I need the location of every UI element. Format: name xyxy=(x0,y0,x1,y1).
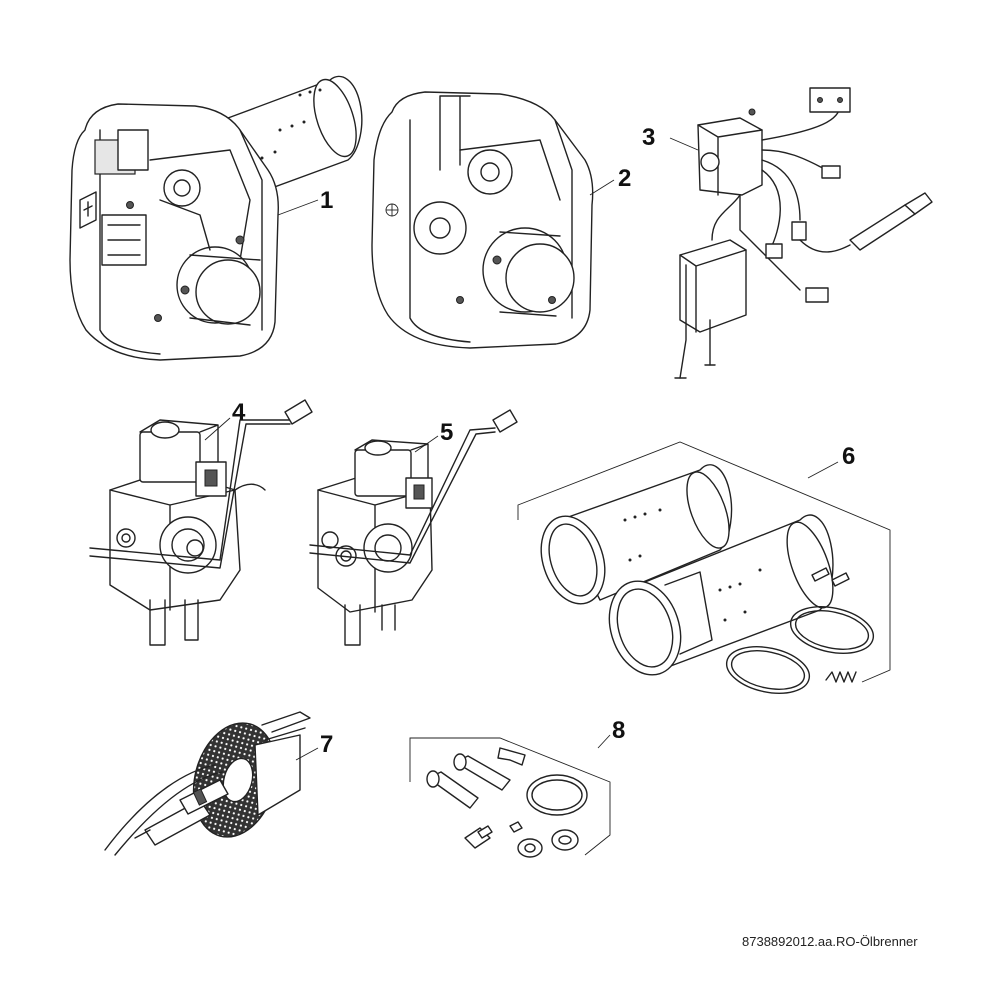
callout-8: 8 xyxy=(612,717,625,744)
flame-tube-kit xyxy=(517,441,891,694)
leader-line-6 xyxy=(807,461,839,479)
callout-5: 5 xyxy=(440,419,453,446)
leader-line-2 xyxy=(589,179,615,196)
leader-line-7 xyxy=(295,747,319,761)
oil-pump-4 xyxy=(89,399,313,646)
burner-assembly-1 xyxy=(69,75,363,361)
leader-line-5 xyxy=(414,435,439,453)
burner-assembly-2 xyxy=(371,91,594,349)
drawing-reference-code: 8738892012.aa.RO-Ölbrenner xyxy=(742,934,918,949)
leader-line-1 xyxy=(277,199,319,216)
small-parts-kit xyxy=(409,737,611,858)
callout-1: 1 xyxy=(320,187,333,214)
ignition-electrode-assembly xyxy=(104,711,311,856)
callout-4: 4 xyxy=(232,399,246,426)
callout-7: 7 xyxy=(320,731,333,758)
kit-8-bracket xyxy=(409,737,611,856)
callout-2: 2 xyxy=(618,165,631,192)
oil-pump-5 xyxy=(309,409,518,646)
callout-6: 6 xyxy=(842,443,855,470)
control-unit-and-wiring-harness xyxy=(674,87,933,379)
leader-line-4 xyxy=(204,417,231,441)
callout-3: 3 xyxy=(642,124,655,151)
leader-line-8 xyxy=(597,734,611,749)
leader-line-3 xyxy=(669,137,699,151)
kit-6-bracket xyxy=(517,441,891,683)
